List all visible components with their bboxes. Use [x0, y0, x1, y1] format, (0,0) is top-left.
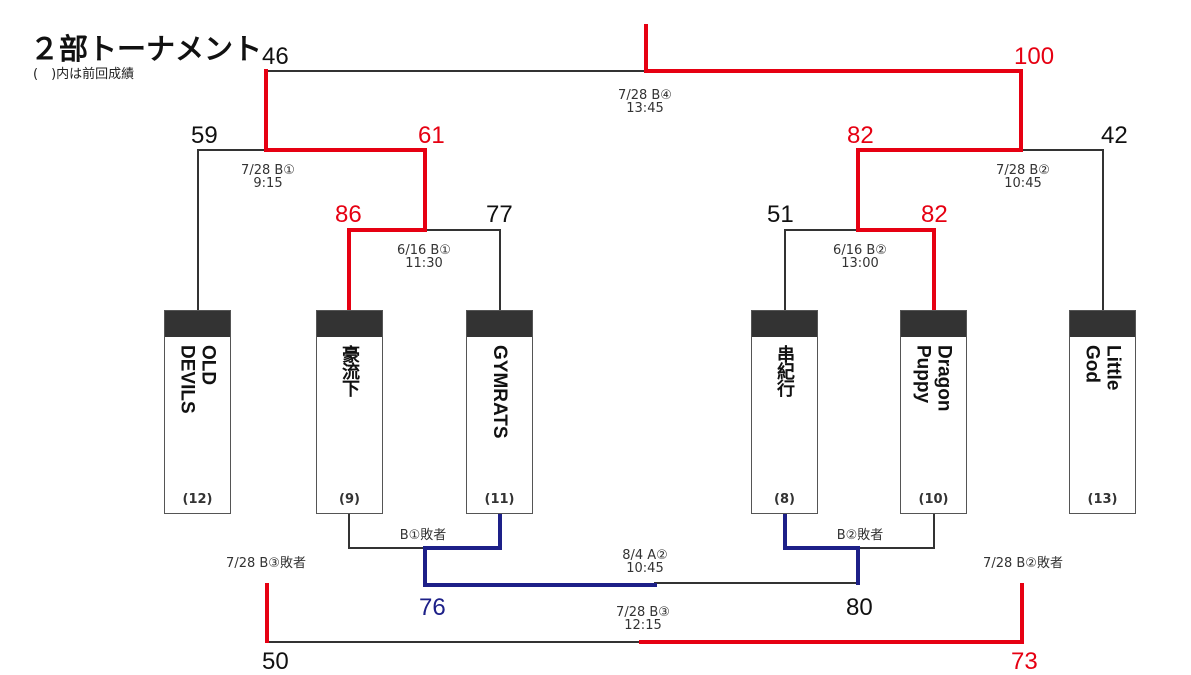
match-time: 12:15 — [624, 618, 662, 633]
score-sf-right-a: 82 — [847, 122, 874, 149]
score-r1-right-b: 82 — [921, 201, 948, 228]
team-seed: (11) — [484, 492, 515, 507]
r1-right-loser-line — [784, 229, 859, 311]
team-box-goryuge: 豪流下 (9) — [316, 310, 383, 514]
score-r1-left-b: 77 — [486, 201, 513, 228]
team-seed: (10) — [918, 492, 949, 507]
team-box-header — [1070, 311, 1135, 337]
team-box-header — [752, 311, 817, 337]
team-seed: (13) — [1087, 492, 1118, 507]
match-date: 8/4 A② — [622, 548, 668, 563]
third-left-source-label: 7/28 B③敗者 — [226, 556, 306, 571]
score-a2-left: 76 — [419, 594, 446, 621]
match-time: 11:30 — [405, 256, 443, 271]
cons-right-winner-line — [783, 513, 860, 550]
team-box-header — [165, 311, 230, 337]
r1-right-winner-line — [856, 228, 936, 312]
match-date: 7/28 B① — [241, 163, 295, 178]
team-name: GYMRATS — [489, 345, 510, 439]
match-date: 7/28 B② — [996, 163, 1050, 178]
a2-winner-line — [423, 546, 657, 587]
score-a2-right: 80 — [846, 594, 873, 621]
score-third-right: 73 — [1011, 648, 1038, 675]
score-final-right: 100 — [1014, 43, 1055, 70]
team-box-header — [317, 311, 382, 337]
score-final-left: 46 — [262, 43, 289, 70]
page-subtitle: ( )内は前回成績 — [33, 67, 135, 82]
match-time: 10:45 — [1004, 176, 1042, 191]
match-date: 7/28 B④ — [618, 88, 672, 103]
sf-left-loser-line — [197, 149, 267, 311]
team-seed: (12) — [182, 492, 213, 507]
match-time: 9:15 — [253, 176, 283, 191]
team-box-dragon-puppy: Dragon Puppy (10) — [900, 310, 967, 514]
team-name: Little God — [1081, 345, 1124, 391]
score-r1-right-a: 51 — [767, 201, 794, 228]
cons-left-winner-line — [423, 513, 502, 550]
match-time: 13:00 — [841, 256, 879, 271]
match-time: 10:45 — [626, 561, 664, 576]
third-right-source-label: 7/28 B②敗者 — [983, 556, 1063, 571]
team-box-gymrats: GYMRATS (11) — [466, 310, 533, 514]
team-box-kushikiko: 串紀行 (8) — [751, 310, 818, 514]
team-name: OLD DEVILS — [176, 345, 219, 414]
team-box-header — [901, 311, 966, 337]
final-winner-line — [644, 69, 1023, 152]
third-winner-line — [639, 583, 1024, 644]
r1-left-winner-line — [347, 228, 427, 312]
score-sf-left-a: 59 — [191, 122, 218, 149]
cons-left-label: B①敗者 — [399, 528, 447, 543]
cons-left-loser-line — [348, 514, 426, 549]
team-box-old-devils: OLD DEVILS (12) — [164, 310, 231, 514]
cons-right-label: B②敗者 — [836, 528, 884, 543]
team-box-little-god: Little God (13) — [1069, 310, 1136, 514]
match-date: 6/16 B② — [833, 243, 887, 258]
page-title: ２部トーナメント — [30, 32, 263, 66]
sf-right-winner-line — [856, 148, 1023, 232]
score-sf-right-b: 42 — [1101, 122, 1128, 149]
score-r1-left-a: 86 — [335, 201, 362, 228]
team-name: 串紀行 — [774, 345, 795, 396]
cons-right-loser-line — [857, 514, 935, 549]
team-name: 豪流下 — [339, 345, 360, 396]
team-name: Dragon Puppy — [912, 345, 955, 412]
score-third-left: 50 — [262, 648, 289, 675]
r1-left-loser-line — [424, 229, 501, 311]
match-date: 7/28 B③ — [616, 605, 670, 620]
match-date: 6/16 B① — [397, 243, 451, 258]
final-loser-line — [265, 70, 647, 151]
match-time: 13:45 — [626, 101, 664, 116]
score-sf-left-b: 61 — [418, 122, 445, 149]
team-seed: (9) — [339, 492, 360, 507]
sf-left-winner-line — [264, 148, 427, 232]
team-seed: (8) — [774, 492, 795, 507]
team-box-header — [467, 311, 532, 337]
sf-right-loser-line — [1020, 149, 1104, 311]
